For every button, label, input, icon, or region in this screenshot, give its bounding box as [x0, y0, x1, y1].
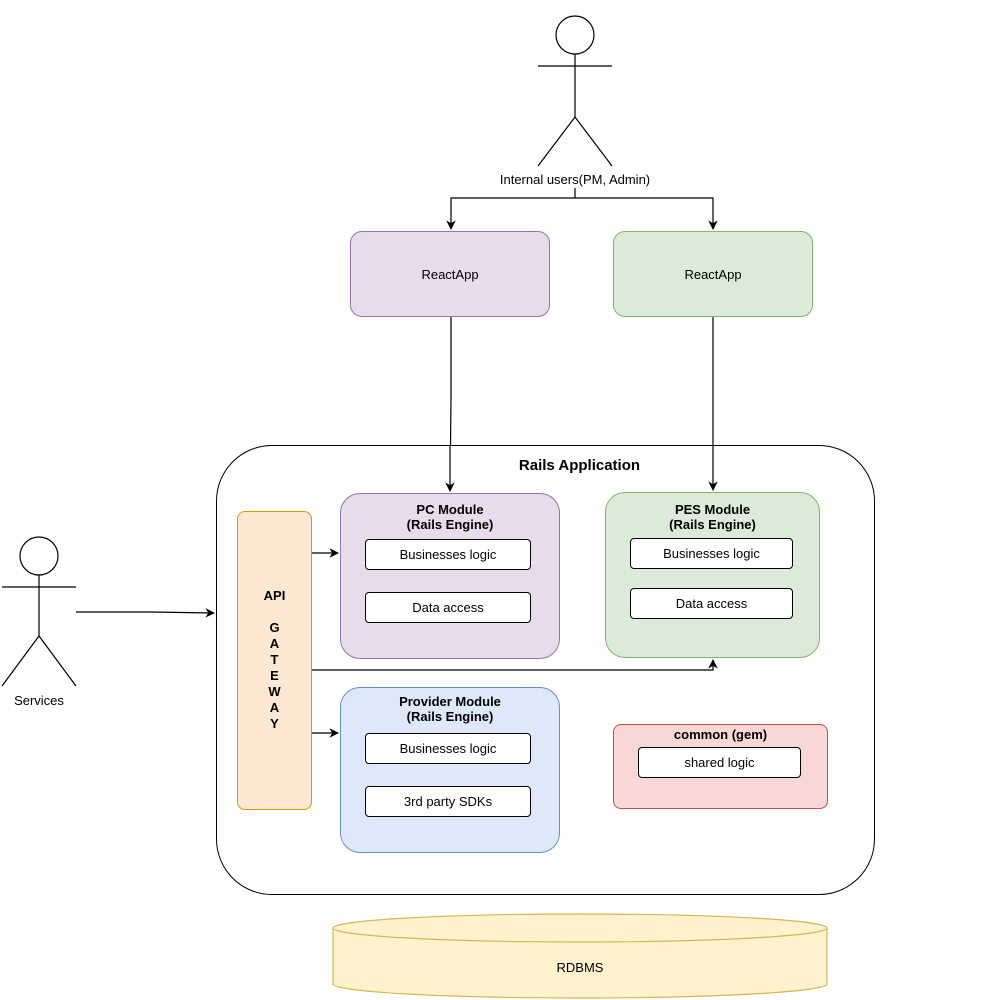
edge-users-to-react-purple: [446, 197, 575, 230]
pc-data-access-label: Data access: [412, 600, 484, 615]
provider-sdks-label: 3rd party SDKs: [403, 794, 493, 809]
api-gateway-letter: G: [269, 620, 280, 635]
pc-module[interactable]: PC Module (Rails Engine) Businesses logi…: [340, 493, 560, 659]
pes-data-access-box[interactable]: Data access: [630, 588, 793, 619]
pes-module-title: PES Module (Rails Engine): [606, 502, 819, 532]
api-gateway-letter: Y: [270, 716, 279, 731]
api-gateway-line1: API: [263, 588, 286, 603]
react-app-purple-label: ReactApp: [421, 266, 479, 282]
provider-business-logic-box[interactable]: Businesses logic: [365, 733, 531, 764]
pes-module[interactable]: PES Module (Rails Engine) Businesses log…: [605, 492, 820, 658]
provider-module-title-line1: Provider Module: [399, 694, 501, 709]
provider-module-title: Provider Module (Rails Engine): [341, 694, 559, 724]
edge-services-to-gateway: [76, 608, 215, 618]
api-gateway-letter: A: [269, 636, 280, 651]
shared-logic-box[interactable]: shared logic: [638, 747, 801, 778]
common-gem-module[interactable]: common (gem) shared logic: [613, 724, 828, 809]
services-actor-icon[interactable]: [1, 536, 77, 687]
api-gateway-letter: T: [270, 652, 279, 667]
pc-business-logic-box[interactable]: Businesses logic: [365, 539, 531, 570]
provider-module[interactable]: Provider Module (Rails Engine) Businesse…: [340, 687, 560, 853]
pes-module-title-line1: PES Module: [674, 502, 751, 517]
api-gateway-label: API G A T E W A Y: [237, 588, 312, 732]
pc-business-logic-label: Businesses logic: [399, 547, 497, 562]
api-gateway-letter: E: [270, 668, 279, 683]
rdbms-label: RDBMS: [556, 960, 604, 975]
internal-users-label: Internal users(PM, Admin): [499, 172, 651, 187]
provider-sdks-box[interactable]: 3rd party SDKs: [365, 786, 531, 817]
internal-users-actor-icon[interactable]: [537, 15, 613, 167]
rails-application-title: Rails Application: [518, 457, 641, 474]
react-app-green-label: ReactApp: [684, 266, 742, 282]
services-label: Services: [14, 693, 64, 708]
pc-module-title: PC Module (Rails Engine): [341, 502, 559, 532]
provider-business-logic-label: Businesses logic: [399, 741, 497, 756]
edge-users-to-react-green: [575, 197, 718, 230]
pc-module-title-line1: PC Module: [416, 502, 484, 517]
rdbms-database-icon[interactable]: [332, 913, 828, 999]
api-gateway-letter: W: [268, 684, 281, 699]
pes-module-title-line2: (Rails Engine): [669, 517, 756, 532]
react-app-green[interactable]: ReactApp: [613, 231, 813, 317]
api-gateway[interactable]: [237, 511, 312, 810]
common-gem-title: common (gem): [673, 727, 768, 742]
provider-module-title-line2: (Rails Engine): [406, 709, 494, 724]
pc-module-title-line2: (Rails Engine): [406, 517, 494, 532]
pes-data-access-label: Data access: [675, 596, 748, 611]
pes-business-logic-label: Businesses logic: [663, 546, 760, 561]
pes-business-logic-box[interactable]: Businesses logic: [630, 538, 793, 569]
shared-logic-label: shared logic: [684, 755, 755, 770]
api-gateway-letter: A: [269, 700, 280, 715]
pc-data-access-box[interactable]: Data access: [365, 592, 531, 623]
react-app-purple[interactable]: ReactApp: [350, 231, 550, 317]
